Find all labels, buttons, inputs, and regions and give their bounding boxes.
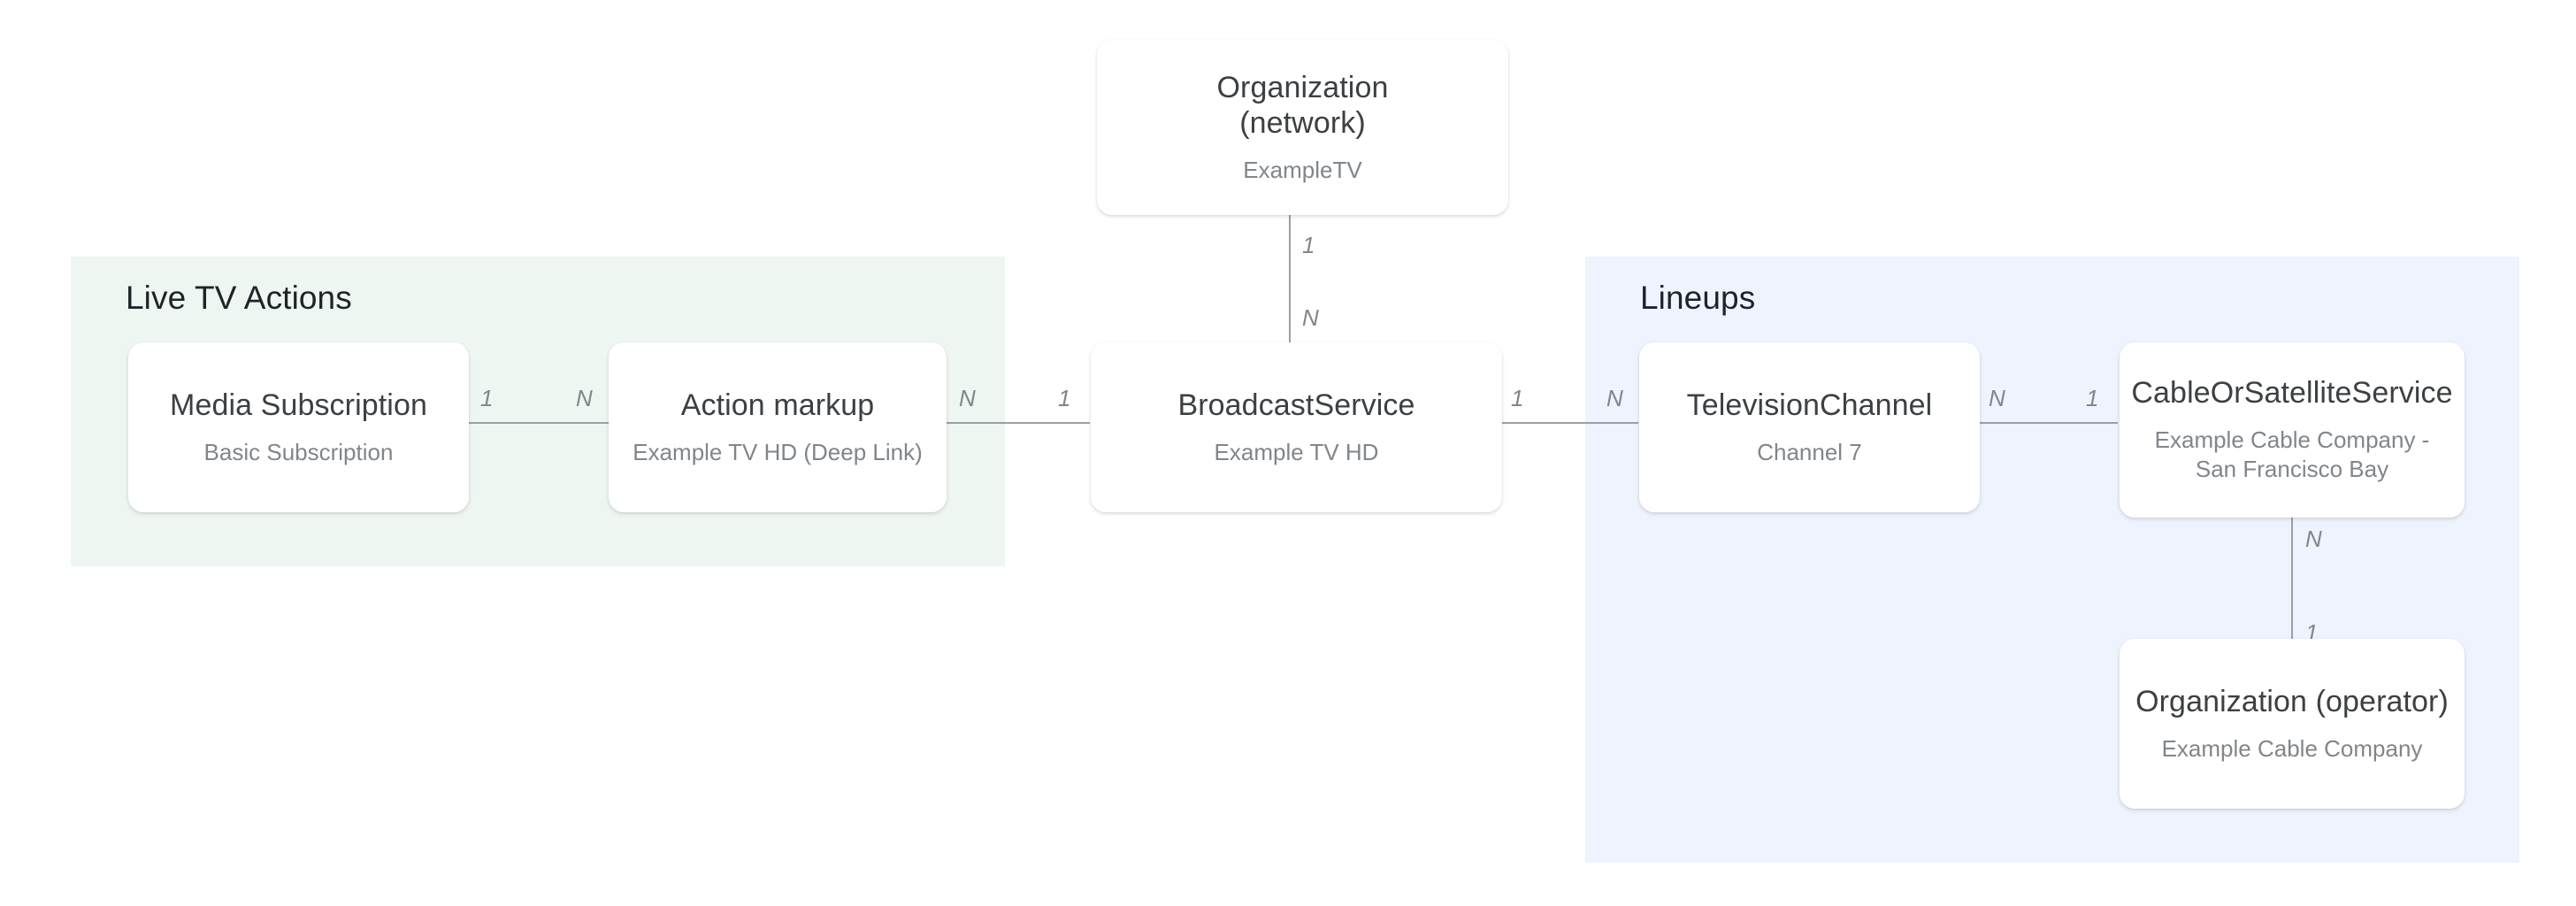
node-subtitle-television-channel: Channel 7 bbox=[1757, 438, 1862, 465]
node-subtitle-organization-operator: Example Cable Company bbox=[2161, 734, 2423, 762]
edge-org-network-to-broadcast-service bbox=[1289, 214, 1291, 349]
cardinality-cable-service-bottom: N bbox=[2305, 526, 2322, 552]
node-broadcast-service[interactable]: BroadcastService Example TV HD bbox=[1091, 342, 1502, 512]
node-television-channel[interactable]: TelevisionChannel Channel 7 bbox=[1639, 342, 1980, 512]
node-organization-network[interactable]: Organization (network) ExampleTV bbox=[1097, 40, 1508, 215]
cardinality-television-channel-left: N bbox=[1606, 385, 1623, 411]
edge-action-markup-to-broadcast-service bbox=[945, 422, 1090, 424]
node-title-action-markup: Action markup bbox=[680, 388, 875, 422]
node-subtitle-action-markup: Example TV HD (Deep Link) bbox=[632, 438, 923, 465]
edge-television-channel-to-cable-or-satellite-service bbox=[1974, 422, 2118, 424]
cardinality-org-operator-top: 1 bbox=[2305, 619, 2319, 646]
node-title-organization-operator: Organization (operator) bbox=[2135, 684, 2449, 718]
node-title-media-subscription: Media Subscription bbox=[170, 388, 427, 422]
node-organization-operator[interactable]: Organization (operator) Example Cable Co… bbox=[2120, 639, 2465, 809]
cardinality-action-markup-left: N bbox=[576, 385, 593, 411]
node-subtitle-organization-network: ExampleTV bbox=[1243, 157, 1362, 184]
cardinality-cable-service-left: 1 bbox=[2086, 385, 2099, 411]
node-title-cable-or-satellite-service: CableOrSatelliteService bbox=[2131, 376, 2453, 411]
edge-cable-or-satellite-service-to-org-operator bbox=[2291, 517, 2293, 641]
cardinality-org-network-bottom: 1 bbox=[1302, 232, 1315, 258]
cardinality-action-markup-right: N bbox=[959, 385, 976, 411]
edge-broadcast-service-to-television-channel bbox=[1497, 422, 1638, 424]
node-title-television-channel: TelevisionChannel bbox=[1686, 388, 1933, 422]
group-title-lineups: Lineups bbox=[1640, 280, 1756, 316]
node-cable-or-satellite-service[interactable]: CableOrSatelliteService Example Cable Co… bbox=[2120, 342, 2465, 518]
node-subtitle-broadcast-service: Example TV HD bbox=[1214, 438, 1379, 465]
cardinality-broadcast-service-right: 1 bbox=[1511, 385, 1524, 411]
node-subtitle-cable-or-satellite-service: Example Cable Company - San Francisco Ba… bbox=[2154, 426, 2430, 483]
node-title-organization-network: Organization (network) bbox=[1216, 70, 1389, 141]
cardinality-broadcast-service-top: N bbox=[1302, 304, 1319, 331]
cardinality-media-subscription-right: 1 bbox=[480, 385, 494, 411]
cardinality-broadcast-service-left: 1 bbox=[1058, 385, 1071, 411]
node-title-broadcast-service: BroadcastService bbox=[1177, 388, 1415, 422]
edge-media-subscription-to-action-markup bbox=[467, 422, 609, 424]
group-title-live-tv-actions: Live TV Actions bbox=[126, 280, 352, 316]
cardinality-television-channel-right: N bbox=[1989, 385, 2005, 411]
node-subtitle-media-subscription: Basic Subscription bbox=[203, 438, 394, 465]
node-media-subscription[interactable]: Media Subscription Basic Subscription bbox=[128, 342, 469, 512]
node-action-markup[interactable]: Action markup Example TV HD (Deep Link) bbox=[609, 342, 947, 512]
